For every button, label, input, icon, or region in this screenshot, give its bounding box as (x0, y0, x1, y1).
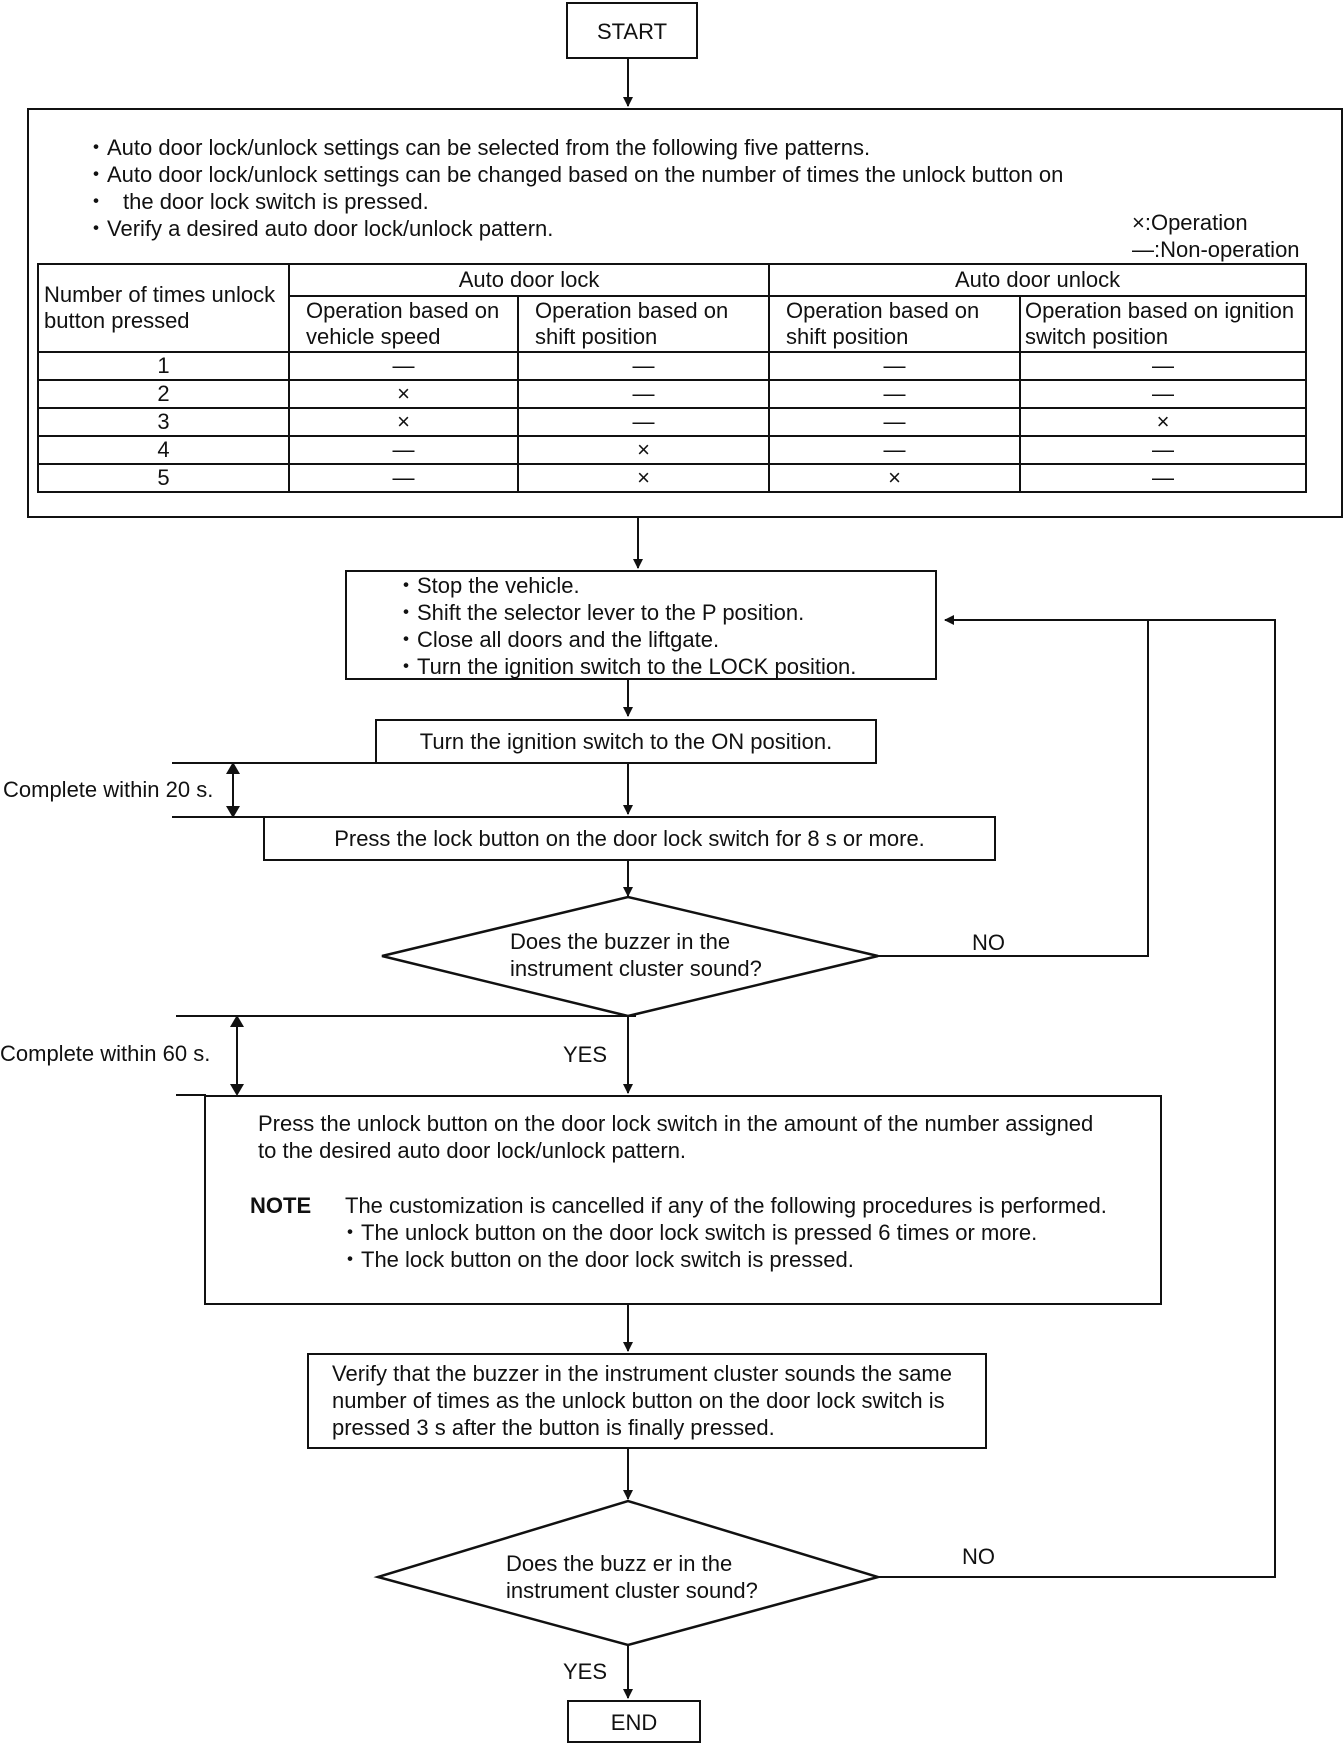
row-number: 2 (37, 379, 290, 409)
cell: — (288, 463, 519, 493)
table-row: 5 — × × — (37, 463, 1308, 493)
cell: — (516, 407, 771, 437)
table-row: 1 — — — — (37, 351, 1308, 381)
verify-text-2: number of times as the unlock button on … (332, 1388, 945, 1413)
prep-bullets: Stop the vehicle. Shift the selector lev… (395, 572, 856, 680)
cell: — (1019, 351, 1308, 381)
no-label-2: NO (962, 1544, 995, 1569)
settings-bullets: Auto door lock/unlock settings can be se… (85, 134, 1063, 242)
note-bullet: The lock button on the door lock switch … (339, 1246, 1037, 1273)
end-label: END (610, 1710, 658, 1735)
pattern-table: Number of times unlock button pressed Au… (37, 263, 1308, 493)
cell: × (288, 407, 519, 437)
settings-bullet-1: Auto door lock/unlock settings can be se… (85, 134, 1063, 161)
timer-20-label: Complete within 20 s. (3, 777, 214, 802)
unlock-text-1: Press the unlock button on the door lock… (258, 1111, 1094, 1136)
cell: — (768, 435, 1022, 465)
table-row: 3 × — — × (37, 407, 1308, 437)
decision-2-diamond (373, 1499, 883, 1647)
verify-text-3: pressed 3 s after the button is finally … (332, 1415, 775, 1440)
cell: — (1019, 435, 1308, 465)
cell: — (516, 351, 771, 381)
prep-bullet: Shift the selector lever to the P positi… (395, 599, 856, 626)
prep-bullet: Stop the vehicle. (395, 572, 856, 599)
table-group-lock: Auto door lock (287, 263, 771, 297)
settings-bullet-3: Verify a desired auto door lock/unlock p… (85, 215, 1063, 242)
decision-1-diamond (381, 895, 879, 1018)
cell: × (288, 379, 519, 409)
press-lock-box: Press the lock button on the door lock s… (263, 816, 996, 861)
yes-label-1: YES (563, 1042, 608, 1067)
cell: — (516, 379, 771, 409)
cell: — (768, 379, 1022, 409)
ignition-on-box: Turn the ignition switch to the ON posit… (375, 719, 877, 764)
cell: — (1019, 379, 1308, 409)
loop-no-2 (878, 615, 1276, 1578)
start-terminal: START (566, 2, 698, 59)
cell: × (768, 463, 1022, 493)
cell: — (768, 351, 1022, 381)
note-text: The customization is cancelled if any of… (345, 1193, 1107, 1218)
settings-bullet-2-cont: the door lock switch is pressed. (85, 188, 1063, 215)
table-row: 2 × — — — (37, 379, 1308, 409)
verify-text-1: Verify that the buzzer in the instrument… (332, 1361, 952, 1386)
no-label-1: NO (972, 930, 1005, 955)
legend-non-operation: —:Non-operation (1132, 237, 1300, 262)
note-bullets: The unlock button on the door lock switc… (339, 1219, 1037, 1273)
cell: — (288, 351, 519, 381)
cell: — (288, 435, 519, 465)
legend-operation: ×:Operation (1132, 210, 1248, 235)
yes-label-2: YES (563, 1659, 608, 1684)
settings-box: Auto door lock/unlock settings can be se… (27, 108, 1343, 518)
start-label: START (596, 19, 668, 44)
table-group-unlock: Auto door unlock (768, 263, 1308, 297)
unlock-text-2: to the desired auto door lock/unlock pat… (258, 1138, 687, 1163)
cell: — (768, 407, 1022, 437)
note-label: NOTE (250, 1193, 312, 1218)
table-row: 4 — × — — (37, 435, 1308, 465)
row-number: 1 (37, 351, 290, 381)
settings-bullet-2: Auto door lock/unlock settings can be ch… (85, 161, 1063, 188)
prep-bullet: Turn the ignition switch to the LOCK pos… (395, 653, 856, 680)
decision-1-text: Does the buzzer in the instrument cluste… (510, 929, 762, 981)
cell: × (516, 435, 771, 465)
prep-bullet: Close all doors and the liftgate. (395, 626, 856, 653)
ignition-on-text: Turn the ignition switch to the ON posit… (419, 729, 833, 754)
prep-box: Stop the vehicle. Shift the selector lev… (345, 570, 937, 680)
loop-no-1 (878, 620, 1149, 957)
note-bullet: The unlock button on the door lock switc… (339, 1219, 1037, 1246)
unlock-box: Press the unlock button on the door lock… (204, 1095, 1162, 1305)
row-number: 4 (37, 435, 290, 465)
timer-60-label: Complete within 60 s. (0, 1041, 211, 1066)
press-lock-text: Press the lock button on the door lock s… (334, 826, 925, 851)
end-terminal: END (567, 1700, 701, 1743)
decision-2-text: Does the buzz er in the instrument clust… (506, 1551, 758, 1603)
row-number: 5 (37, 463, 290, 493)
verify-box: Verify that the buzzer in the instrument… (307, 1353, 987, 1449)
row-number: 3 (37, 407, 290, 437)
cell: × (516, 463, 771, 493)
cell: × (1019, 407, 1308, 437)
table-row-header: Number of times unlock button pressed (37, 263, 290, 353)
cell: — (1019, 463, 1308, 493)
